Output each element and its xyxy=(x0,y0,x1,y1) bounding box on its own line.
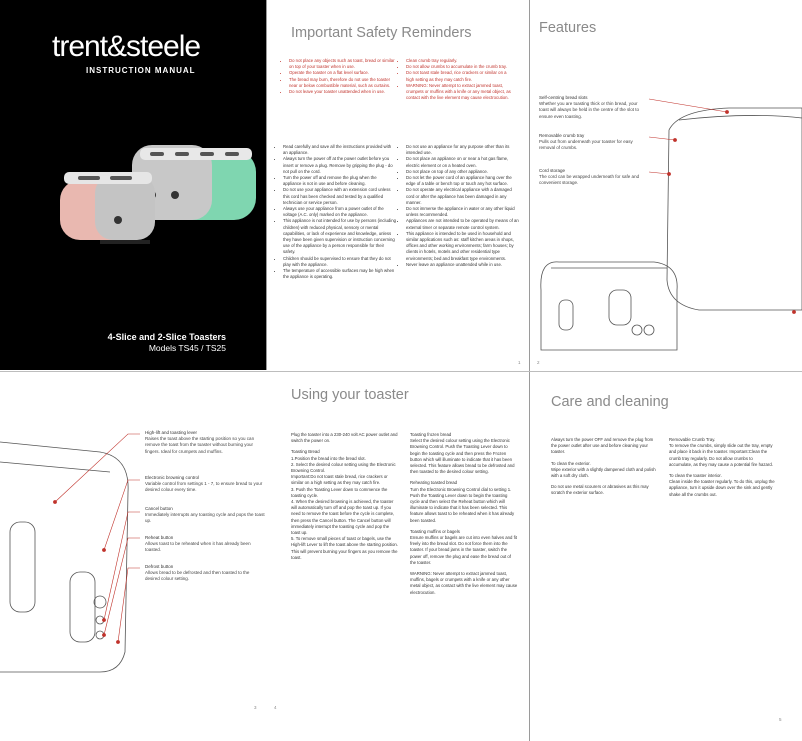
fold-divider xyxy=(0,371,802,372)
list-item: Do not use your appliance with an extens… xyxy=(283,187,396,206)
subheading: Toasting muffins or bagels xyxy=(410,528,460,534)
list-item: Do not toast stale bread, rice crackers … xyxy=(406,70,513,82)
page-number: 1 xyxy=(518,360,521,365)
list-item: Always use your appliance from a power o… xyxy=(283,206,396,218)
safety-red-left: Do not place any objects such as toast, … xyxy=(284,58,396,95)
using-col-2: Toasting frozen bread Select the desired… xyxy=(410,432,518,601)
list-item: Always turn the power off at the power o… xyxy=(283,156,396,175)
safety-red-right: Clean crumb tray regularly. Do not allow… xyxy=(401,58,513,101)
list-item: Never leave an appliance unattended whil… xyxy=(406,262,519,268)
step: 5. To remove small pieces of toast or ba… xyxy=(291,536,399,560)
list-item: Do not operate any electrical appliance … xyxy=(406,187,519,206)
cover-models: Models TS45 / TS25 xyxy=(148,343,226,353)
list-item: Turn the power off and remove the plug w… xyxy=(283,175,396,187)
page-number: 2 xyxy=(537,360,540,365)
list-item: WARNING: Never attempt to extract jammed… xyxy=(406,83,513,102)
paragraph: Ensure muffins or bagels are cut into ev… xyxy=(410,535,517,565)
list-item: Children should be supervised to ensure … xyxy=(283,256,396,268)
step: Important:Do not toast stale bread, rice… xyxy=(291,474,388,486)
paragraph: Clean inside the toaster regularly. To d… xyxy=(669,479,775,497)
page-number: 3 xyxy=(254,705,257,710)
list-item: Do not place on top of any other applian… xyxy=(406,169,519,175)
subheading: To clean the toaster interior. xyxy=(669,473,722,479)
cover-panel: trent&steele INSTRUCTION MANUAL 4-Slice … xyxy=(0,0,266,370)
step: 1.Position the bread into the bread slot… xyxy=(291,455,366,461)
care-col-2: Removable Crumb Tray. To remove the crum… xyxy=(669,437,777,503)
subheading: Removable Crumb Tray. xyxy=(669,437,716,442)
list-item: Do not allow crumbs to accumulate in the… xyxy=(406,64,513,70)
paragraph: Wipe exterior with a slightly dampened c… xyxy=(551,466,656,479)
list-item: The temperature of accessible surfaces m… xyxy=(283,268,396,280)
pink-toaster-image xyxy=(60,172,155,244)
using-panel: Using your toaster High-lift and toastin… xyxy=(0,372,529,741)
list-item: This appliance is not intended for use b… xyxy=(283,218,396,255)
subheading: To clean the exterior. xyxy=(551,460,591,466)
list-item: This appliance is intended to be used in… xyxy=(406,231,519,262)
paragraph: Select the desired colour setting using … xyxy=(410,438,515,475)
safety-left-list: Read carefully and save all the instruct… xyxy=(278,144,396,280)
step: 2. Select the desired colour setting usi… xyxy=(291,461,396,474)
paragraph: Always turn the power OFF and remove the… xyxy=(551,437,654,455)
paragraph: Plug the toaster into a 230-240 volt AC … xyxy=(291,432,398,444)
list-item: The bread may burn, therefore do not use… xyxy=(289,77,396,89)
paragraph: Turn the Electronic Browning Control dia… xyxy=(410,486,515,523)
page-number: 5 xyxy=(779,717,782,722)
page-number: 4 xyxy=(274,705,277,710)
paragraph: To remove the crumbs, simply slide out t… xyxy=(669,443,773,467)
list-item: Do not place any objects such as toast, … xyxy=(289,58,396,70)
cover-title: 4-Slice and 2-Slice Toasters xyxy=(107,332,226,342)
list-item: Do not immerse the appliance in water or… xyxy=(406,206,519,218)
safety-panel: Important Safety Reminders Do not place … xyxy=(266,0,529,370)
features-title: Features xyxy=(539,20,597,36)
toaster-front-drawing xyxy=(0,433,140,673)
brand-logo: trent&steele xyxy=(52,30,201,63)
manual-label: INSTRUCTION MANUAL xyxy=(86,66,196,75)
list-item: Do not let the power cord of an applianc… xyxy=(406,175,519,187)
fold-divider xyxy=(266,0,267,370)
list-item: Do not leave your toaster unattended whe… xyxy=(289,89,396,95)
warning: WARNING: Never attempt to extract jammed… xyxy=(410,571,518,595)
fold-divider xyxy=(529,0,530,741)
subheading: Toasting frozen bread xyxy=(410,432,452,437)
using-col-1: Plug the toaster into a 230-240 volt AC … xyxy=(291,432,399,566)
using-title: Using your toaster xyxy=(291,387,409,403)
list-item: Read carefully and save all the instruct… xyxy=(283,144,396,156)
subheading: Toasting Bread xyxy=(291,449,320,455)
safety-title: Important Safety Reminders xyxy=(291,25,472,41)
list-item: Appliances are not intended to be operat… xyxy=(406,218,519,230)
step: 3. Push the Toasting Lever down to comme… xyxy=(291,486,388,498)
paragraph: Do not use metal scourers or abrasives a… xyxy=(551,484,649,496)
list-item: Do not use an appliance for any purpose … xyxy=(406,144,519,156)
toasters-photo xyxy=(60,145,256,244)
toaster-line-drawing xyxy=(540,98,802,351)
care-panel: Care and cleaning Always turn the power … xyxy=(529,372,802,741)
subheading: Reheating toasted bread xyxy=(410,480,458,486)
list-item: Clean crumb tray regularly. xyxy=(406,58,513,64)
step: 4. When the desired browning is achieved… xyxy=(291,499,395,536)
care-title: Care and cleaning xyxy=(551,394,669,410)
care-col-1: Always turn the power OFF and remove the… xyxy=(551,437,656,502)
safety-right-list: Do not use an appliance for any purpose … xyxy=(401,144,519,268)
list-item: Operate the toaster on a flat level surf… xyxy=(289,70,396,76)
list-item: Do not place an appliance on or near a h… xyxy=(406,156,519,168)
